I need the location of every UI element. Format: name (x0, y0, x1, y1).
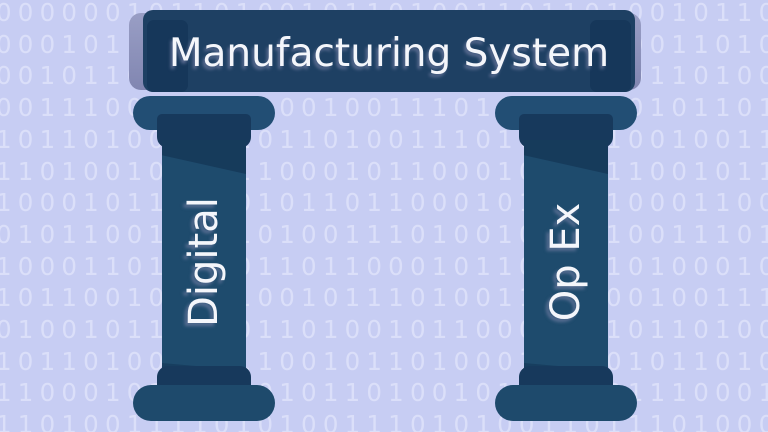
pillar-digital: Digital (133, 96, 275, 422)
pillar-shaft: Op Ex (524, 140, 608, 384)
binary-row: 100010110100101101100010100110001100 (0, 188, 768, 218)
pillar-label-digital: Digital (181, 197, 227, 327)
binary-row: 101100101101001011101001101100100111 (0, 283, 768, 313)
banner-fold-left (147, 20, 188, 92)
binary-row: 010110010011010011101001011010011101 (0, 219, 768, 249)
banner-fold-right (590, 20, 631, 92)
binary-row: 110100111101010011101010011011101000 (0, 410, 768, 432)
binary-row: 110100101101100010110001001011001011 (0, 156, 768, 186)
binary-row: 101101000101100101101000101101011010 (0, 346, 768, 376)
pillar-shaft: Digital (162, 140, 246, 384)
pillar-base (495, 385, 637, 421)
pillar-label-opex: Op Ex (543, 202, 589, 322)
pillar-opex: Op Ex (495, 96, 637, 422)
binary-row: 010010110100110100101100010110110100 (0, 315, 768, 345)
title-banner: Manufacturing System (143, 10, 635, 92)
pillar-base (133, 385, 275, 421)
binary-row: 001110010110100100111010110100101101 (0, 93, 768, 123)
title-text: Manufacturing System (168, 30, 610, 76)
binary-row: 110001011010010110100101100101110001 (0, 378, 768, 408)
binary-row: 101101001011011010011101011010010011 (0, 124, 768, 154)
binary-row: 100011010010110110001011010110100010 (0, 251, 768, 281)
